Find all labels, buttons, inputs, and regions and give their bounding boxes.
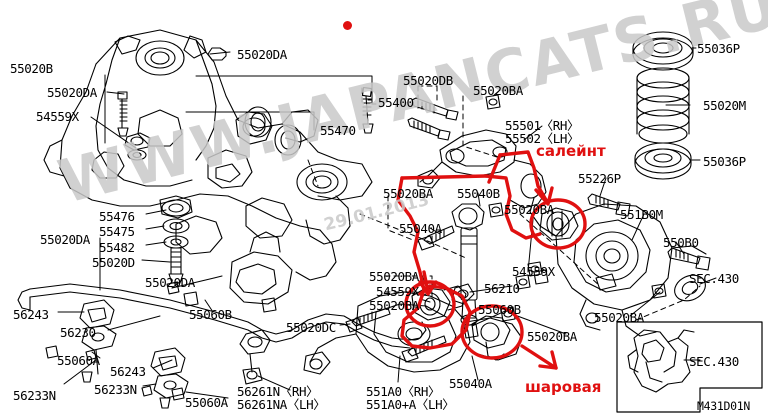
part-label-54559x: 54559X bbox=[512, 264, 555, 279]
red-arrow-sharovaya-shaft bbox=[520, 344, 558, 370]
part-label-55020da: 55020DA bbox=[47, 85, 97, 100]
rear-knuckle-551b0m bbox=[529, 197, 707, 337]
part-label-55482: 55482 bbox=[99, 240, 135, 255]
annotation-sharovaya: шаровая bbox=[525, 378, 602, 396]
subframe-right-mount bbox=[229, 231, 293, 305]
bracket-56243-left bbox=[79, 299, 117, 383]
red-arrow-1-shaft bbox=[422, 270, 430, 294]
bushing-55470 bbox=[244, 106, 302, 156]
part-label-55470: 55470 bbox=[320, 123, 356, 138]
part-label-56243: 56243 bbox=[13, 307, 49, 322]
silentblock-saleynt-target bbox=[539, 207, 579, 241]
part-label-550b0: 550B0 bbox=[663, 235, 699, 250]
washer-54559x-left bbox=[124, 132, 151, 161]
bolt-55040a-upper bbox=[417, 225, 455, 251]
part-label-551b0m: 551B0M bbox=[620, 207, 663, 222]
part-label-55060b: 55060B bbox=[189, 307, 232, 322]
bolt-55020da-mid bbox=[361, 86, 374, 134]
part-label-55400: 55400 bbox=[378, 95, 414, 110]
part-label-55476: 55476 bbox=[99, 209, 135, 224]
part-label-551a0-rh: 551A0〈RH〉 bbox=[366, 384, 441, 399]
part-label-55036p: 55036P bbox=[703, 154, 746, 169]
red-bracket-upper bbox=[484, 174, 542, 240]
stabilizer-link-56261n bbox=[239, 329, 271, 385]
part-label-55020ba: 55020BA bbox=[504, 202, 554, 217]
part-label-56210: 56210 bbox=[484, 281, 520, 296]
part-label-55020ba: 55020BA bbox=[527, 329, 577, 344]
red-circle-saleynt bbox=[529, 198, 587, 250]
part-label-551a0-a-lh: 551A0+A〈LH〉 bbox=[366, 397, 455, 412]
part-label-55020ba: 55020BA bbox=[473, 83, 523, 98]
part-label-55020ba: 55020BA bbox=[369, 298, 419, 313]
part-label-sec-430: SEC.430 bbox=[689, 271, 739, 286]
part-label-56230: 56230 bbox=[60, 325, 96, 340]
bolt-55020dc bbox=[345, 307, 391, 333]
bushing-sec430-upper bbox=[674, 274, 706, 302]
red-arrow-saleynt-shaft bbox=[498, 150, 548, 202]
part-label-56233n: 56233N bbox=[13, 388, 56, 403]
part-label-55502-lh: 55502〈LH〉 bbox=[505, 131, 580, 146]
part-label-55020da: 55020DA bbox=[237, 47, 287, 62]
red-dot-marker bbox=[343, 21, 352, 30]
part-label-55501-rh: 55501〈RH〉 bbox=[505, 118, 580, 133]
part-label-55020b: 55020B bbox=[10, 61, 53, 76]
bolt-55020db-2 bbox=[407, 117, 451, 141]
part-label-55020ba: 55020BA bbox=[383, 186, 433, 201]
link-stack-left bbox=[159, 195, 193, 284]
upper-control-arm-55501 bbox=[417, 129, 547, 209]
red-circle-silentblock-left bbox=[404, 280, 456, 328]
bolt-55020da-lower bbox=[166, 275, 223, 295]
part-label-55060b: 55060B bbox=[478, 302, 521, 317]
part-label-55060a: 55060A bbox=[185, 395, 228, 410]
sec430-inset-box bbox=[616, 321, 763, 413]
part-label-55040b: 55040B bbox=[457, 186, 500, 201]
part-label-sec-430: SEC.430 bbox=[689, 354, 739, 369]
red-annotation-strokes bbox=[396, 150, 587, 370]
part-label-54559x: 54559X bbox=[36, 109, 79, 124]
part-label-55020da: 55020DA bbox=[40, 232, 90, 247]
part-label-55020da: 55020DA bbox=[145, 275, 195, 290]
bolt-55226p bbox=[587, 193, 631, 217]
part-label-55060a: 55060A bbox=[57, 353, 100, 368]
red-arrow-1-head bbox=[418, 280, 438, 296]
part-label-55020d: 55020D bbox=[92, 255, 135, 270]
red-circle-sharovaya bbox=[460, 304, 524, 360]
part-label-55020ba: 55020BA bbox=[369, 269, 419, 284]
diagram-code: M431D01N bbox=[697, 399, 750, 413]
part-label-55226p: 55226P bbox=[578, 171, 621, 186]
red-arrow-sharovaya-head bbox=[538, 350, 558, 370]
part-label-55020m: 55020M bbox=[703, 98, 746, 113]
part-label-56243: 56243 bbox=[110, 364, 146, 379]
bolt-55020db-1 bbox=[411, 97, 459, 121]
part-label-56261na-lh: 56261NA〈LH〉 bbox=[237, 397, 326, 412]
part-label-55036p: 55036P bbox=[697, 41, 740, 56]
part-label-55020db: 55020DB bbox=[403, 73, 453, 88]
part-label-55475: 55475 bbox=[99, 224, 135, 239]
annotation-saleynt: салейнт bbox=[536, 142, 606, 160]
rear-subframe-art bbox=[43, 29, 373, 281]
part-label-55040a: 55040A bbox=[449, 376, 492, 391]
part-label-55020dc: 55020DC bbox=[286, 320, 336, 335]
bracket-56243-right bbox=[141, 347, 189, 409]
part-label-56233n: 56233N bbox=[94, 382, 137, 397]
bolt-55020da-upper bbox=[117, 91, 129, 137]
bolt-550b0 bbox=[667, 247, 711, 271]
part-label-55020ba: 55020BA bbox=[594, 310, 644, 325]
part-label-54559x: 54559X bbox=[376, 284, 419, 299]
part-label-55040a: 55040A bbox=[399, 221, 442, 236]
red-arrow-saleynt-head bbox=[534, 186, 554, 206]
coil-spring-assembly bbox=[632, 31, 694, 180]
part-label-56261n-rh: 56261N〈RH〉 bbox=[237, 384, 319, 399]
